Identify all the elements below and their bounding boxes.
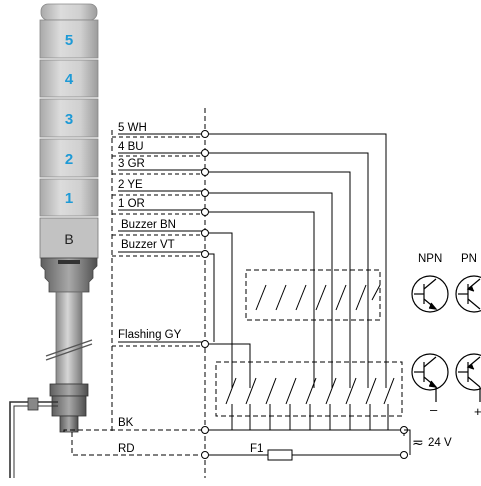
cable-bk: [63, 429, 205, 432]
wire-label-buzzer-bn: Buzzer BN: [121, 219, 176, 231]
mount-bracket: [9, 401, 58, 478]
terminal-rd: [201, 451, 209, 459]
wire-group: [118, 133, 205, 343]
transistor-npn-bottom: [411, 353, 449, 402]
buzzer-label: B: [64, 231, 73, 247]
transistor-pnp-top: [455, 275, 481, 313]
lower-switch-6: [325, 377, 337, 405]
wire-label-rd: RD: [118, 443, 135, 455]
lower-switch-3: [265, 377, 277, 405]
terminal-2: [201, 189, 209, 197]
out-wire-4: [209, 152, 369, 388]
tower-pole: [55, 291, 83, 385]
rd-end-terminal: [400, 451, 408, 459]
wire-label-3gr: 3 GR: [118, 158, 145, 170]
out-wire-bn: [209, 232, 233, 388]
upper-switch-4: [315, 284, 327, 311]
tower-buzzer: [39, 217, 99, 259]
lower-switch-box: [215, 361, 403, 417]
upper-switch-7: [371, 284, 381, 301]
wire-label-5wh: 5 WH: [118, 122, 147, 134]
upper-switch-box: [245, 269, 381, 321]
out-wire-1: [209, 211, 315, 388]
out-wire-5: [209, 133, 387, 388]
lower-switch-5: [305, 377, 317, 405]
terminal-bk: [201, 426, 209, 434]
minus-label: –: [430, 402, 438, 417]
wire-dashed-group: [112, 136, 205, 347]
supply-bracket: [403, 429, 411, 455]
lower-switches: [225, 377, 395, 405]
mount-bracket-inner: [13, 405, 58, 478]
plus-label: +: [474, 404, 481, 419]
tower-cap: [40, 3, 98, 21]
segment-label-5: 5: [65, 32, 73, 49]
upper-switch-5: [335, 284, 347, 311]
bk-drops: [231, 404, 389, 430]
pole-break-mark: [45, 339, 93, 357]
lower-switch-4: [285, 377, 297, 405]
fuse-label: F1: [250, 443, 263, 455]
segment-label-1: 1: [65, 190, 73, 207]
tower-segment-3: [39, 98, 99, 138]
lower-switch-8: [365, 377, 377, 405]
npn-label: NPN: [418, 253, 442, 265]
tower-adapter: [40, 257, 98, 293]
terminal-4: [201, 149, 209, 157]
tower-segment-5: [39, 19, 99, 59]
mount-thread: [59, 415, 79, 433]
wire-label-buzzer-vt: Buzzer VT: [121, 239, 175, 251]
out-wire-vt: [209, 253, 215, 342]
segment-label-2: 2: [65, 151, 73, 168]
terminal-flashing: [201, 340, 209, 348]
upper-switch-2: [275, 284, 287, 311]
cable-rd: [71, 432, 205, 456]
signal-tower: 5 4 3 2 1 B: [9, 3, 99, 478]
upper-switches: [255, 284, 381, 311]
transistor-npn-top: [411, 275, 449, 313]
out-wire-flash: [209, 343, 251, 388]
lower-switch-1: [225, 377, 237, 405]
supply-voltage-label: 24 V: [428, 437, 452, 449]
out-wire-2: [209, 192, 333, 388]
tower-segment-4: [39, 59, 99, 98]
terminal-buzzer-bn: [201, 229, 209, 237]
pole-break-mark-2: [45, 343, 93, 361]
upper-switch-3: [295, 284, 307, 311]
terminal-1: [201, 208, 209, 216]
terminal-5: [201, 130, 209, 138]
tower-segment-2: [39, 138, 99, 178]
wire-label-bk: BK: [118, 417, 134, 429]
segment-label-4: 4: [65, 71, 74, 88]
tower-segment-1: [39, 178, 99, 217]
lower-switch-2: [245, 377, 257, 405]
fuse-f1: [267, 449, 293, 461]
out-wire-3: [209, 171, 351, 388]
terminal-buzzer-vt: [201, 250, 209, 258]
terminals: [201, 130, 209, 459]
supply-symbol: ≂: [412, 434, 424, 450]
pnp-label: PN: [461, 253, 477, 265]
terminal-3: [201, 168, 209, 176]
mount-nut-top: [49, 383, 89, 397]
wire-label-1or: 1 OR: [118, 198, 145, 210]
wire-label-4bu: 4 BU: [118, 141, 144, 153]
lower-switch-7: [345, 377, 357, 405]
segment-label-3: 3: [65, 111, 73, 128]
mount-screw: [27, 397, 39, 411]
upper-switch-6: [355, 284, 367, 311]
lower-switch-9: [383, 377, 395, 405]
transistor-pnp-bottom: [455, 353, 481, 402]
wire-label-2ye: 2 YE: [118, 179, 143, 191]
output-wires: [209, 133, 387, 388]
upper-switch-1: [255, 284, 267, 311]
tower-adapter-slot: [58, 260, 80, 264]
wire-label-flashing: Flashing GY: [118, 329, 182, 341]
